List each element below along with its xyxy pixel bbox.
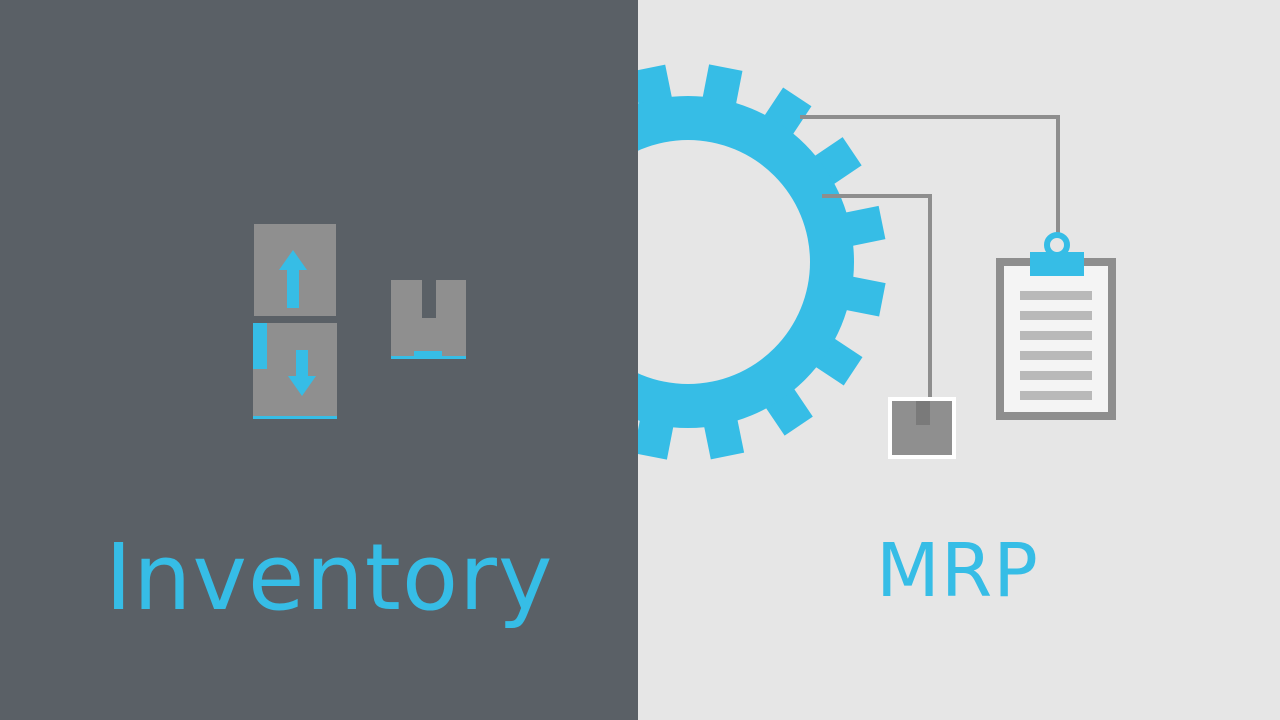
inventory-label: Inventory	[105, 524, 554, 631]
mrp-label: MRP	[876, 528, 1039, 614]
package-box-icon	[391, 280, 466, 359]
gear-icon	[638, 64, 886, 460]
box-arrow-down-icon	[253, 323, 337, 419]
box-arrow-up-icon	[254, 224, 336, 316]
package-box-icon	[888, 397, 956, 459]
connector-lines	[800, 115, 1060, 400]
clipboard-checklist-icon	[996, 232, 1116, 420]
